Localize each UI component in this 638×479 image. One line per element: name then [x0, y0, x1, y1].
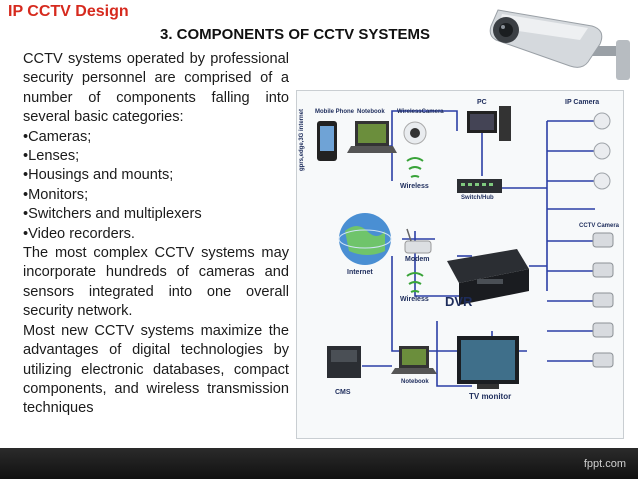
- label-dvr: DVR: [445, 294, 473, 309]
- label-ip-camera: IP Camera: [565, 99, 600, 106]
- notebook-icon-2: [391, 346, 437, 374]
- ip-camera-icons: [593, 112, 611, 190]
- label-gprs: gprs,edge,3G internet: [299, 108, 305, 171]
- dvr-icon: [447, 249, 529, 305]
- wireless-camera-icon: [403, 121, 427, 145]
- list-item: •Housings and mounts;: [23, 167, 174, 184]
- footer-watermark: fppt.com: [583, 458, 626, 470]
- list-item: •Switchers and multiplexers: [23, 206, 202, 223]
- cctv-camera-icons: [592, 232, 614, 368]
- cctv-network-diagram: Mobile Phone Notebook WirelessCamera PC …: [296, 90, 624, 439]
- intro-paragraph: CCTV systems operated by professional se…: [23, 51, 289, 126]
- body-text: CCTV systems operated by professional se…: [23, 50, 289, 419]
- label-modem: Modem: [405, 256, 430, 263]
- paragraph-3: Most new CCTV systems maximize the advan…: [23, 322, 289, 417]
- tv-monitor-icon: [457, 336, 519, 389]
- label-mobile-phone: Mobile Phone: [315, 109, 354, 115]
- label-notebook-2: Notebook: [401, 379, 429, 385]
- label-internet: Internet: [347, 269, 373, 276]
- label-tv-monitor: TV monitor: [469, 392, 512, 401]
- paragraph-2: The most complex CCTV systems may incorp…: [23, 245, 289, 320]
- label-wireless-2: Wireless: [400, 296, 429, 303]
- label-wireless-1: Wireless: [400, 183, 429, 190]
- wireless-signal-icon: [406, 157, 424, 178]
- label-pc: PC: [477, 99, 487, 106]
- list-item: •Lenses;: [23, 148, 80, 165]
- internet-globe-icon: [338, 213, 392, 265]
- brand-title: IP CCTV Design: [8, 3, 129, 20]
- list-item: •Video recorders.: [23, 225, 135, 242]
- label-cctv-camera: CCTV Camera: [579, 223, 620, 229]
- switch-hub-icon: [457, 179, 502, 193]
- wireless-signal-icon-2: [406, 272, 424, 293]
- cms-server-icon: [327, 346, 361, 378]
- label-switch-hub: Switch/Hub: [461, 195, 494, 201]
- diagram-graphics: [317, 106, 614, 389]
- footer-bar: fppt.com: [0, 448, 638, 479]
- modem-icon: [404, 228, 432, 254]
- slide-title: 3. COMPONENTS OF CCTV SYSTEMS: [160, 26, 431, 43]
- list-item: •Cameras;: [23, 128, 92, 145]
- mobile-phone-icon: [317, 121, 337, 161]
- pc-icon: [467, 106, 511, 141]
- notebook-icon: [347, 121, 397, 153]
- cctv-camera-icon: [489, 9, 630, 80]
- label-cms: CMS: [335, 389, 351, 396]
- label-notebook: Notebook: [357, 109, 385, 115]
- label-wireless-camera: WirelessCamera: [397, 109, 444, 115]
- list-item: •Monitors;: [23, 186, 89, 203]
